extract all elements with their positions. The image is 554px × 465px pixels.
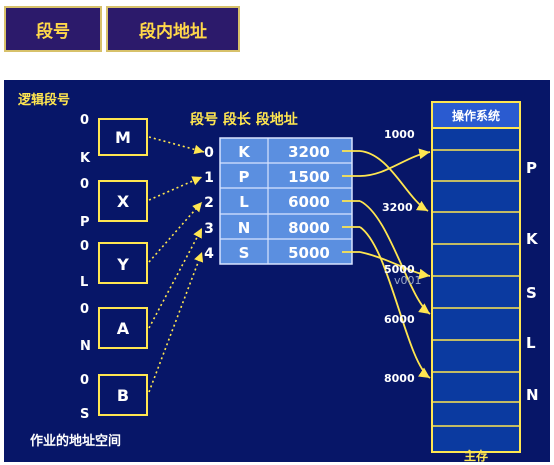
segment-box-m — [98, 118, 148, 156]
seg-letter-4: S — [80, 407, 89, 422]
watermark: v001 — [394, 274, 422, 287]
segment-box-b-label: B — [117, 386, 129, 405]
seg-num-3: 0 — [80, 302, 89, 317]
arrow-s-to-memory — [359, 251, 431, 280]
header-table: 段号 段内地址 — [4, 6, 240, 52]
table-addr-4: 5000 — [288, 244, 330, 262]
seg-num-0: 0 — [80, 113, 89, 128]
segment-box-y — [98, 242, 148, 284]
segment-box-a — [98, 307, 148, 349]
mem-label-p: P — [526, 159, 537, 177]
mem-addr-8000: 8000 — [384, 372, 415, 385]
seg-num-1: 0 — [80, 177, 89, 192]
mem-label-s: S — [526, 284, 537, 302]
segmentation-diagram: 逻辑段号 0 K 0 P 0 L 0 N 0 S M X Y A B 作业的地址… — [18, 92, 539, 462]
dotted-arrow-m — [148, 136, 205, 155]
table-index-0: 0 — [204, 145, 214, 161]
mem-label-l: L — [526, 334, 536, 352]
seg-letter-2: L — [80, 275, 88, 290]
dotted-arrow-x — [148, 176, 203, 201]
main-memory — [431, 101, 521, 453]
arrow-l-to-memory — [359, 200, 431, 315]
table-seg-4: S — [239, 244, 250, 262]
os-region-label: 操作系统 — [452, 108, 500, 123]
dotted-arrow-a — [148, 227, 203, 329]
table-seg-1: P — [239, 168, 250, 186]
logical-segment-title: 逻辑段号 — [18, 92, 70, 108]
table-seg-3: N — [238, 219, 251, 237]
dotted-arrow-y — [148, 201, 203, 263]
header-segment-number: 段号 — [4, 6, 102, 52]
segment-box-y-label: Y — [116, 255, 129, 274]
table-seg-0: K — [238, 143, 251, 161]
segment-box-m-label: M — [115, 128, 131, 147]
segment-box-b — [98, 374, 148, 416]
table-index-3: 3 — [204, 221, 214, 237]
mem-addr-6000: 6000 — [384, 313, 415, 326]
table-addr-0: 3200 — [288, 143, 330, 161]
seg-num-2: 0 — [80, 239, 89, 254]
table-addr-1: 1500 — [288, 168, 330, 186]
table-addr-3: 8000 — [288, 219, 330, 237]
mem-addr-5000: 5000 — [384, 263, 415, 276]
table-index-2: 2 — [204, 195, 214, 211]
seg-letter-0: K — [80, 151, 91, 166]
table-index-4: 4 — [204, 246, 214, 262]
arrow-n-to-memory — [359, 226, 431, 379]
address-space-footer: 作业的地址空间 — [30, 433, 121, 449]
table-addr-2: 6000 — [288, 193, 330, 211]
diagram-panel: 逻辑段号 0 K 0 P 0 L 0 N 0 S M X Y A B 作业的地址… — [4, 80, 550, 462]
mem-addr-1000: 1000 — [384, 128, 415, 141]
segment-box-a-label: A — [117, 319, 130, 338]
table-seg-2: L — [239, 193, 249, 211]
seg-letter-1: P — [80, 215, 90, 230]
arrow-p-to-memory — [359, 148, 431, 177]
table-index-1: 1 — [204, 170, 214, 186]
segment-table-header: 段号 段长 段地址 — [190, 111, 298, 128]
arrow-k-to-memory — [359, 150, 429, 212]
mem-label-k: K — [526, 230, 539, 248]
segment-box-x-label: X — [117, 192, 130, 211]
mem-label-n: N — [526, 386, 539, 404]
mem-addr-3200: 3200 — [382, 201, 413, 214]
segment-box-x — [98, 180, 148, 222]
os-region — [431, 101, 521, 129]
header-offset: 段内地址 — [106, 6, 240, 52]
dotted-arrow-b — [148, 251, 204, 393]
seg-letter-3: N — [80, 339, 91, 354]
segment-table — [219, 137, 353, 265]
main-memory-label: 主存 — [464, 448, 488, 462]
seg-num-4: 0 — [80, 373, 89, 388]
